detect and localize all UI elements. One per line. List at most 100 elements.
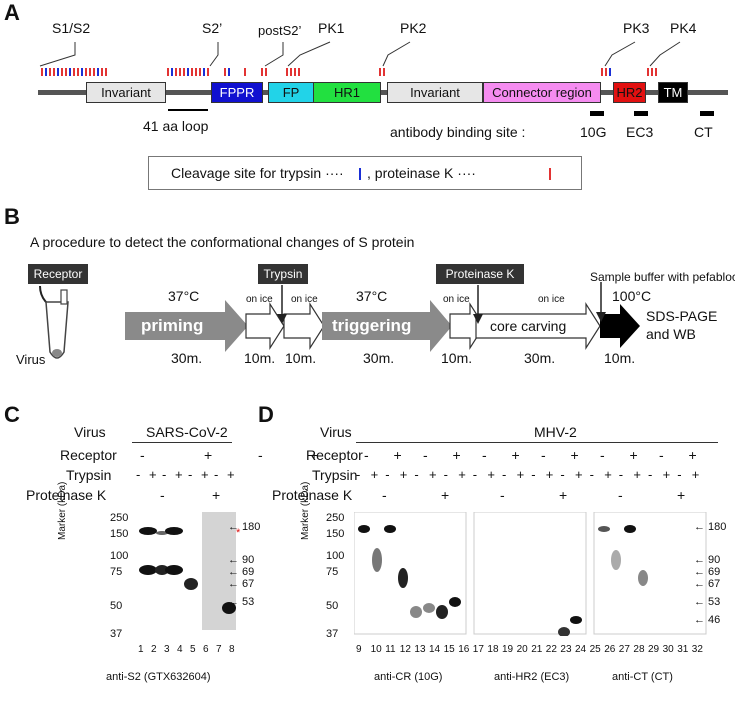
c-receptor-sign: +: [204, 447, 213, 463]
temp-100: 100°C: [612, 288, 652, 304]
d-right-marker-label: ← 180: [694, 521, 727, 533]
d-lane-number: 25: [589, 644, 601, 655]
c-right-marker-label: ← 69: [228, 566, 255, 578]
d-trypsin-sign: +: [429, 467, 437, 482]
c-right-marker-label: ← 180: [228, 521, 261, 533]
d-trypsin-sign: -: [618, 467, 624, 482]
d-trypsin-sign: -: [502, 467, 507, 482]
c-trypsin-sign: -: [214, 467, 219, 482]
d-lane-number: 26: [604, 644, 616, 655]
d-trypsin-sign: -: [472, 467, 478, 482]
c-trypsin-sign: -: [188, 467, 193, 482]
d-receptor-sign: -: [600, 447, 605, 463]
pk-site-icon: [549, 168, 551, 180]
cleavage-label-pk1: PK1: [318, 20, 345, 36]
c-blot-bands: [136, 512, 236, 630]
d-receptor-sign: -: [423, 447, 428, 463]
d-trypsin-sign: +: [691, 467, 700, 482]
sample-buffer-label: Sample buffer with pefablocSC: [590, 270, 735, 284]
d-lane-number: 14: [429, 644, 441, 655]
c-right-marker-label: ← 67: [228, 578, 255, 590]
time-priming: 30m.: [171, 350, 203, 366]
c-marker-label: 250: [110, 512, 129, 524]
c-marker-label: 150: [110, 528, 129, 540]
d-marker-label: 75: [326, 566, 339, 578]
d-pk-label: Proteinase K: [272, 487, 353, 503]
c-marker-label: 50: [110, 600, 123, 612]
d-right-marker-label: ← 69: [694, 566, 721, 578]
c-virus-label: Virus: [74, 424, 106, 440]
d-trypsin-sign: -: [560, 467, 565, 482]
d-trypsin-sign: -: [443, 467, 448, 482]
d-virus-underline: [356, 442, 718, 443]
d-receptor-sign: +: [688, 447, 697, 463]
d-marker-label: 50: [326, 600, 339, 612]
c-lane-number: 8: [229, 644, 235, 655]
d-trypsin-sign: -: [414, 467, 419, 482]
d-lane-number: 24: [575, 644, 587, 655]
d-lane-number: 16: [458, 644, 470, 655]
c-right-marker-label: ← 53: [228, 596, 255, 608]
c-trypsin-sign: +: [149, 467, 157, 482]
d-antibody-ct: anti-CT (CT): [612, 671, 673, 683]
c-trypsin-sign: +: [227, 467, 235, 482]
domain-tm: TM: [658, 82, 688, 103]
c-trypsin-sign: -: [136, 467, 141, 482]
d-lane-number: 18: [487, 644, 499, 655]
c-marker-label: 100: [110, 550, 129, 562]
antibody-ec3: EC3: [626, 124, 654, 140]
d-trypsin-sign: +: [458, 467, 466, 482]
domain-fp: FP: [268, 82, 314, 103]
c-pk-sign: +: [212, 487, 221, 503]
d-trypsin-sign: +: [604, 467, 612, 482]
d-pk-sign: +: [559, 487, 568, 503]
c-virus-name: SARS-CoV-2: [146, 424, 228, 440]
d-virus-name: MHV-2: [534, 424, 577, 440]
on-ice-3: on ice: [443, 294, 470, 305]
d-lane-number: 19: [502, 644, 514, 655]
c-receptor-sign: +: [310, 447, 319, 463]
core-carving-step: core carving: [490, 318, 567, 334]
d-receptor-sign: +: [511, 447, 520, 463]
d-right-marker-label: ← 53: [694, 596, 721, 608]
d-lane-number: 32: [691, 644, 703, 655]
d-trypsin-sign: -: [589, 467, 594, 482]
time-core-carving: 30m.: [524, 350, 556, 366]
d-trypsin-sign: +: [399, 467, 408, 482]
d-marker-label: 37: [326, 628, 339, 640]
d-lane-number: 31: [677, 644, 689, 655]
cleavage-label-s2prime: S2’: [202, 20, 223, 36]
time-pk-1: 10m.: [441, 350, 473, 366]
d-receptor-sign: +: [629, 447, 638, 463]
cleavage-label-pk2: PK2: [400, 20, 427, 36]
d-trypsin-sign: +: [516, 467, 525, 482]
c-marker-label: 75: [110, 566, 123, 578]
d-receptor-sign: -: [659, 447, 664, 463]
c-pk-sign: -: [160, 487, 165, 503]
d-trypsin-label: Trypsin: [312, 467, 358, 483]
d-trypsin-sign: -: [677, 467, 682, 482]
d-blot-bands: [354, 512, 707, 636]
cleavage-label-s1s2: S1/S2: [52, 20, 91, 36]
d-receptor-sign: -: [482, 447, 487, 463]
panel-label-a: A: [4, 0, 20, 25]
time-trypsin-1: 10m.: [244, 350, 276, 366]
c-lane-number: 7: [216, 644, 222, 655]
c-virus-underline: [132, 442, 232, 443]
d-right-marker-label: ← 67: [694, 578, 721, 590]
c-marker-label: 37: [110, 628, 123, 640]
c-pk-label: Proteinase K: [26, 487, 107, 503]
temp-37-triggering: 37°C: [356, 288, 388, 304]
domain-invariant-2: Invariant: [387, 82, 483, 103]
d-marker-label: 150: [326, 528, 345, 540]
procedure-title: A procedure to detect the conformational…: [30, 234, 415, 250]
protein-diagram: [38, 41, 728, 116]
domain-hr1: HR1: [313, 82, 381, 103]
c-lane-number: 1: [138, 644, 144, 655]
domain-connector-region: Connector region: [483, 82, 601, 103]
time-boil: 10m.: [604, 350, 636, 366]
sds-page-label: SDS-PAGE: [646, 308, 718, 324]
cleavage-ticks: [41, 68, 657, 76]
d-lane-number: 21: [531, 644, 543, 655]
trypsin-site-icon: [359, 168, 361, 180]
